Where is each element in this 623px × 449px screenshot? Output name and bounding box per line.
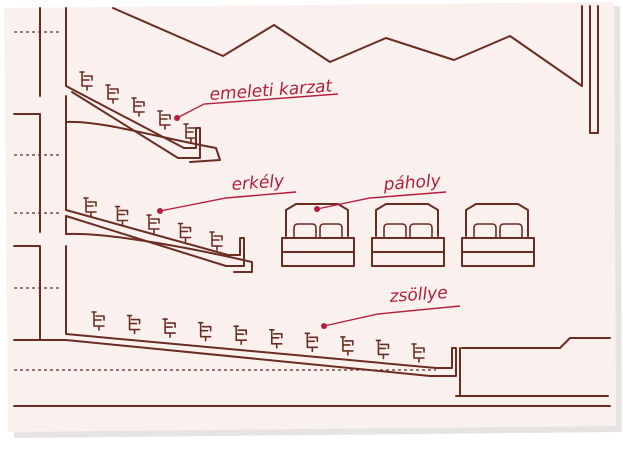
paper-card	[4, 2, 622, 438]
label-balcony: erkély	[231, 171, 286, 195]
label-box: páholy	[382, 171, 442, 195]
label-stalls: zsöllye	[388, 283, 448, 307]
